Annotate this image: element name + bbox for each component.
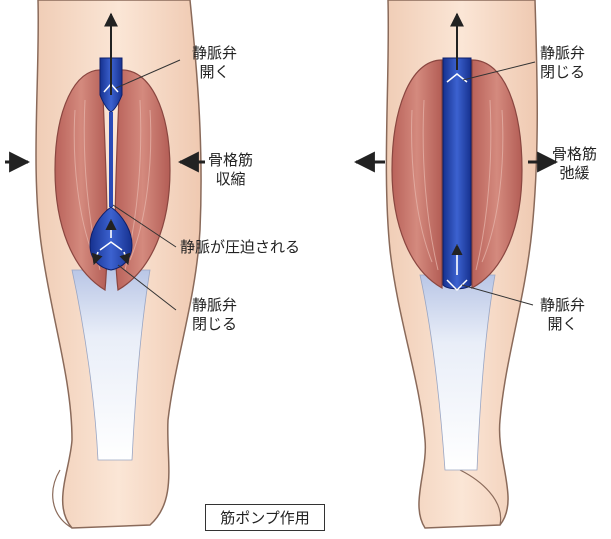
- diagram-caption: 筋ポンプ作用: [205, 504, 325, 531]
- label-text: 開く: [540, 315, 585, 334]
- label-right-muscle: 骨格筋 弛緩: [552, 145, 597, 183]
- left-leg: [5, 0, 205, 528]
- label-text: 静脈弁: [192, 296, 237, 315]
- label-text: 閉じる: [192, 315, 237, 334]
- right-leg: [356, 0, 556, 528]
- label-text: 静脈弁: [192, 44, 237, 63]
- label-left-muscle: 骨格筋 収縮: [208, 151, 253, 189]
- label-text: 骨格筋: [552, 145, 597, 164]
- label-text: 静脈弁: [540, 296, 585, 315]
- label-text: 弛緩: [552, 164, 597, 183]
- label-left-valve-closed: 静脈弁 閉じる: [192, 296, 237, 334]
- label-text: 閉じる: [540, 63, 585, 82]
- label-text: 静脈弁: [540, 44, 585, 63]
- left-vein-compressed: [109, 112, 113, 207]
- label-right-valve-closed: 静脈弁 閉じる: [540, 44, 585, 82]
- label-left-compressed: 静脈が圧迫される: [180, 238, 300, 257]
- label-right-valve-open: 静脈弁 開く: [540, 296, 585, 334]
- label-text: 骨格筋: [208, 151, 253, 170]
- label-text: 開く: [192, 63, 237, 82]
- label-left-valve-open: 静脈弁 開く: [192, 44, 237, 82]
- label-text: 収縮: [208, 170, 253, 189]
